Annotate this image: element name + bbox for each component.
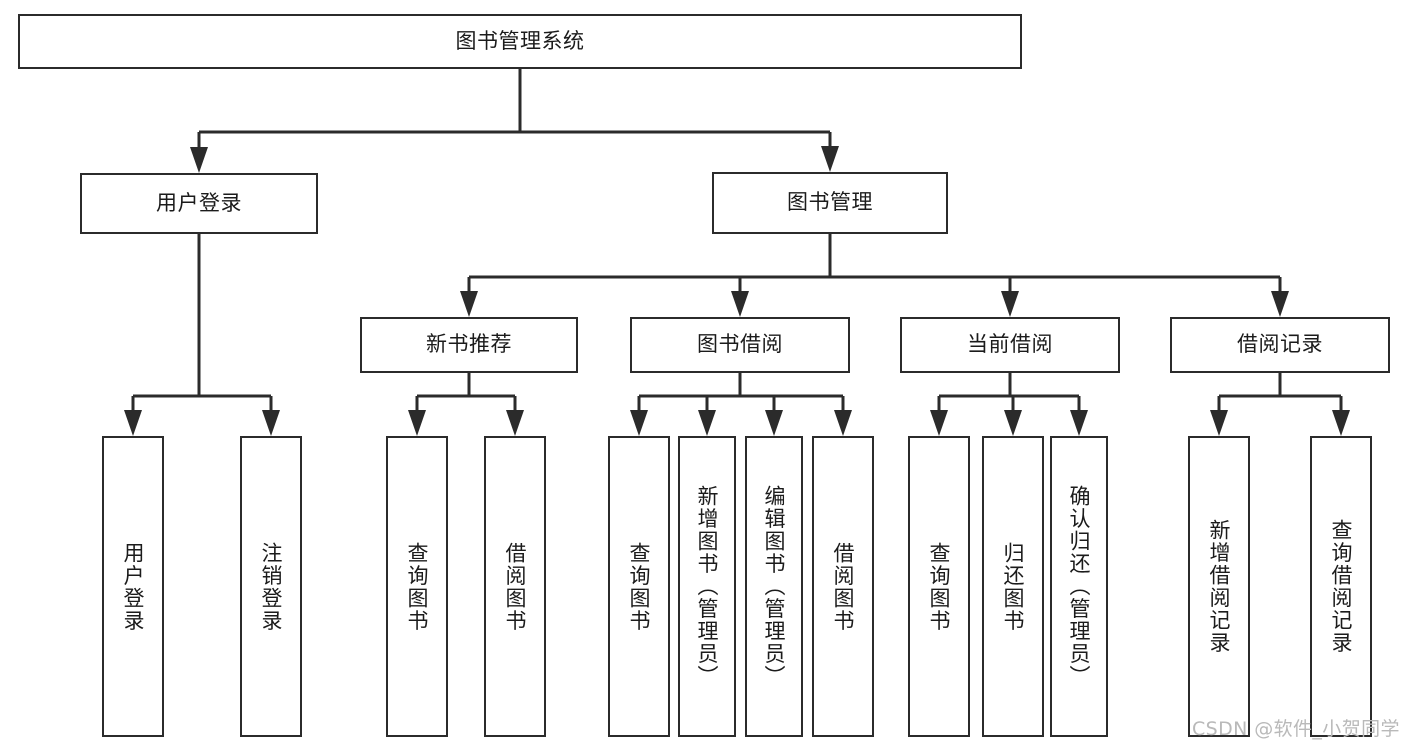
arrowhead-newbook-new-borrow bbox=[506, 410, 524, 436]
arrowhead-current-c-confirm bbox=[1070, 410, 1088, 436]
node-label-r-add: 新增借阅记录 bbox=[1207, 519, 1232, 654]
arrowhead-bookmgmt-record bbox=[1271, 291, 1289, 317]
node-label-c-confirm: 确认归还（管理员） bbox=[1067, 485, 1092, 688]
node-label-c-return: 归还图书 bbox=[1001, 541, 1026, 632]
node-label-c-query: 查询图书 bbox=[927, 541, 952, 632]
node-r-query[interactable]: 查询借阅记录 bbox=[1310, 436, 1372, 737]
node-label-record: 借阅记录 bbox=[1237, 332, 1323, 357]
arrowhead-bookmgmt-current bbox=[1001, 291, 1019, 317]
node-label-new-borrow: 借阅图书 bbox=[503, 541, 528, 632]
node-c-confirm[interactable]: 确认归还（管理员） bbox=[1050, 436, 1108, 737]
node-login-in[interactable]: 用户登录 bbox=[102, 436, 164, 737]
arrowhead-login-login-out bbox=[262, 410, 280, 436]
arrowhead-current-c-return bbox=[1004, 410, 1022, 436]
node-c-return[interactable]: 归还图书 bbox=[982, 436, 1044, 737]
node-label-bookmgmt: 图书管理 bbox=[787, 190, 873, 215]
arrowhead-record-r-query bbox=[1332, 410, 1350, 436]
node-label-login-in: 用户登录 bbox=[121, 541, 146, 632]
node-login[interactable]: 用户登录 bbox=[80, 173, 318, 234]
node-label-newbook: 新书推荐 bbox=[426, 332, 512, 357]
node-label-b-borrow: 借阅图书 bbox=[831, 541, 856, 632]
arrowhead-borrow-b-query bbox=[630, 410, 648, 436]
arrowhead-current-c-query bbox=[930, 410, 948, 436]
node-b-add[interactable]: 新增图书（管理员） bbox=[678, 436, 736, 737]
node-label-login: 用户登录 bbox=[156, 190, 242, 215]
node-label-new-query: 查询图书 bbox=[405, 541, 430, 632]
node-label-borrow: 图书借阅 bbox=[697, 332, 783, 357]
node-borrow[interactable]: 图书借阅 bbox=[630, 317, 850, 373]
node-bookmgmt[interactable]: 图书管理 bbox=[712, 172, 948, 234]
node-login-out[interactable]: 注销登录 bbox=[240, 436, 302, 737]
node-new-query[interactable]: 查询图书 bbox=[386, 436, 448, 737]
node-label-b-query: 查询图书 bbox=[627, 541, 652, 632]
node-root[interactable]: 图书管理系统 bbox=[18, 14, 1022, 69]
arrowhead-borrow-b-add bbox=[698, 410, 716, 436]
arrowhead-record-r-add bbox=[1210, 410, 1228, 436]
arrowhead-newbook-new-query bbox=[408, 410, 426, 436]
node-label-b-edit: 编辑图书（管理员） bbox=[762, 485, 787, 688]
node-c-query[interactable]: 查询图书 bbox=[908, 436, 970, 737]
arrowhead-bookmgmt-newbook bbox=[460, 291, 478, 317]
node-label-b-add: 新增图书（管理员） bbox=[695, 485, 720, 688]
arrowhead-root-login bbox=[190, 147, 208, 173]
node-b-borrow[interactable]: 借阅图书 bbox=[812, 436, 874, 737]
node-label-current: 当前借阅 bbox=[967, 332, 1053, 357]
node-label-root: 图书管理系统 bbox=[455, 28, 585, 53]
node-current[interactable]: 当前借阅 bbox=[900, 317, 1120, 373]
arrowhead-bookmgmt-borrow bbox=[731, 291, 749, 317]
arrowhead-root-bookmgmt bbox=[821, 146, 839, 172]
node-new-borrow[interactable]: 借阅图书 bbox=[484, 436, 546, 737]
node-label-login-out: 注销登录 bbox=[259, 541, 284, 632]
node-r-add[interactable]: 新增借阅记录 bbox=[1188, 436, 1250, 737]
arrowhead-borrow-b-borrow bbox=[834, 410, 852, 436]
node-label-r-query: 查询借阅记录 bbox=[1329, 519, 1354, 654]
node-newbook[interactable]: 新书推荐 bbox=[360, 317, 578, 373]
node-b-query[interactable]: 查询图书 bbox=[608, 436, 670, 737]
node-record[interactable]: 借阅记录 bbox=[1170, 317, 1390, 373]
csdn-watermark: CSDN @软件_小贺同学 bbox=[1192, 718, 1400, 740]
arrowhead-login-login-in bbox=[124, 410, 142, 436]
node-b-edit[interactable]: 编辑图书（管理员） bbox=[745, 436, 803, 737]
arrowhead-borrow-b-edit bbox=[765, 410, 783, 436]
